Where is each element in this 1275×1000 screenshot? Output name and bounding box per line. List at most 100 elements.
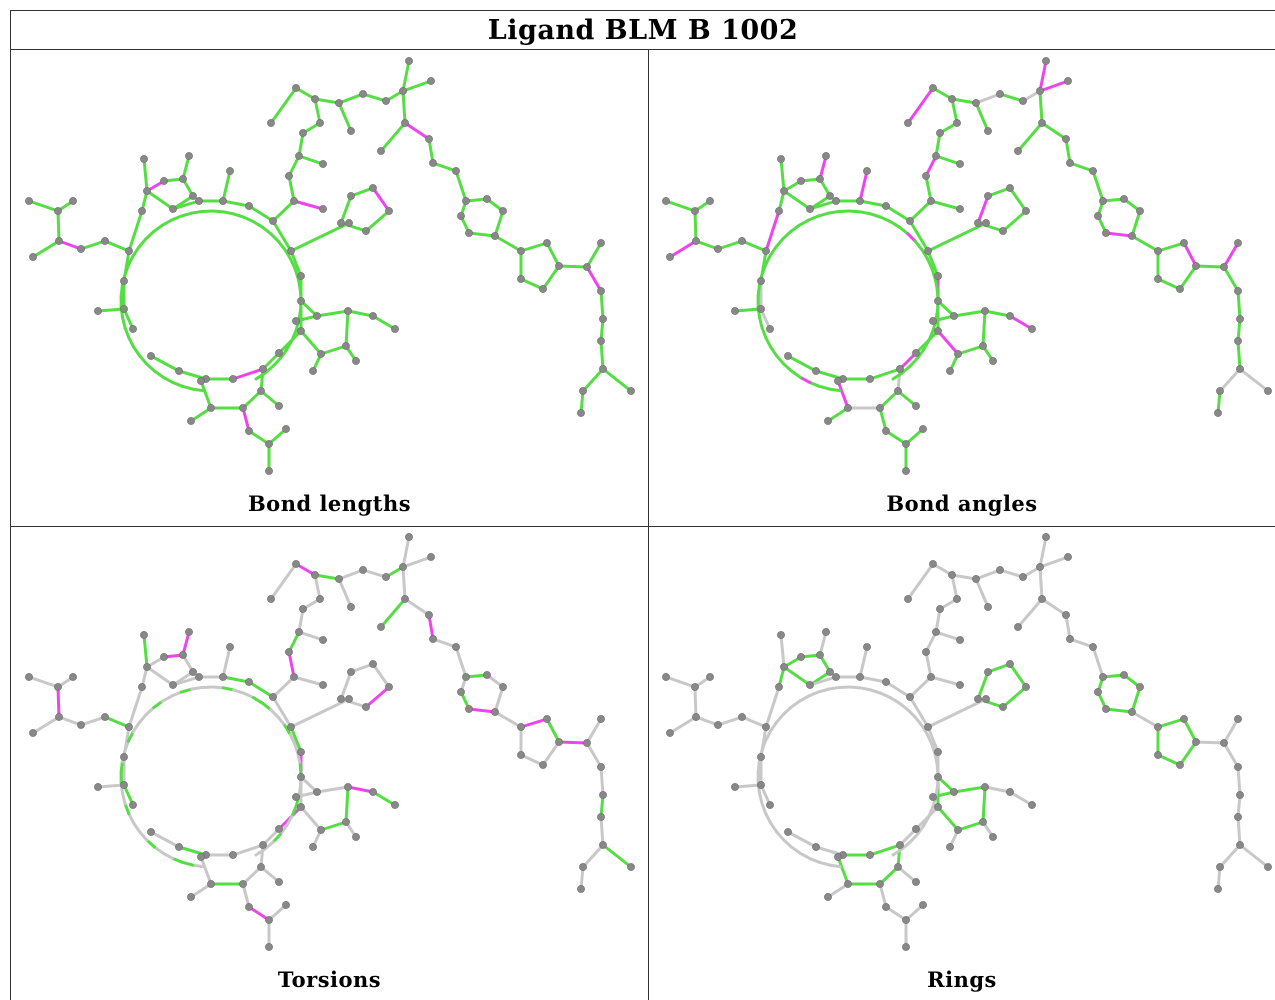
bond — [781, 706, 793, 717]
bond — [913, 239, 924, 252]
bond — [974, 92, 1002, 105]
atom — [239, 404, 247, 412]
bond — [290, 329, 298, 343]
atom — [539, 761, 547, 769]
atom — [245, 427, 253, 435]
atom — [1006, 312, 1014, 320]
atom — [972, 99, 980, 107]
bond — [299, 329, 323, 356]
bond — [817, 860, 832, 867]
atom — [292, 560, 300, 568]
panel-bond-angles: Bond angles — [649, 51, 1275, 526]
atom — [362, 227, 370, 235]
atom — [292, 84, 300, 92]
atom — [806, 681, 814, 689]
atom — [981, 783, 989, 791]
atom — [832, 197, 840, 205]
atom — [1216, 863, 1224, 871]
bond — [927, 805, 935, 819]
atom — [25, 673, 33, 681]
bond — [313, 97, 341, 105]
atom — [1064, 553, 1072, 561]
bond — [493, 685, 505, 714]
bond — [145, 189, 175, 211]
bond — [798, 375, 812, 384]
atom — [342, 342, 350, 350]
bond — [908, 695, 930, 729]
bond — [337, 568, 365, 581]
atom — [597, 287, 605, 295]
bond — [289, 249, 303, 278]
atom — [391, 325, 399, 333]
bond — [878, 406, 888, 433]
atom — [577, 409, 585, 417]
bond — [171, 380, 184, 388]
panel-bond-lengths: Bond lengths — [11, 51, 648, 526]
bond — [879, 215, 892, 224]
bond — [241, 389, 263, 410]
bond — [103, 239, 131, 253]
bond — [808, 675, 838, 687]
atom — [229, 851, 237, 859]
bond — [808, 199, 838, 211]
bond — [254, 371, 267, 381]
bond — [956, 820, 985, 832]
atom — [425, 611, 433, 619]
atom — [934, 272, 942, 280]
atom — [465, 705, 473, 713]
atom — [1176, 761, 1184, 769]
bond — [933, 276, 939, 291]
atom — [185, 152, 193, 160]
atom — [953, 595, 961, 603]
bond — [808, 856, 821, 864]
bond — [716, 715, 744, 727]
atom — [347, 603, 355, 611]
bond — [1238, 367, 1270, 393]
bond — [817, 384, 832, 391]
bond — [956, 344, 985, 356]
bond — [891, 371, 904, 381]
bond — [493, 234, 523, 253]
bond — [278, 348, 289, 360]
bond — [981, 309, 987, 348]
bond — [915, 348, 926, 360]
bond — [364, 209, 391, 233]
bond — [908, 675, 933, 699]
atom — [766, 325, 774, 333]
bond — [1068, 161, 1095, 173]
atom — [257, 387, 265, 395]
bond — [283, 248, 292, 261]
bond — [557, 264, 589, 269]
atom — [806, 205, 814, 213]
bond — [878, 865, 900, 886]
atom — [319, 160, 327, 168]
bond — [319, 344, 348, 356]
bond — [278, 824, 289, 836]
bond — [858, 686, 873, 692]
bond — [782, 189, 812, 211]
bond — [756, 284, 761, 298]
panel-caption: Rings — [927, 967, 997, 992]
atom — [195, 197, 203, 205]
bond — [1016, 121, 1044, 153]
atom — [179, 651, 187, 659]
bond — [760, 802, 768, 816]
atom — [927, 197, 935, 205]
bond — [827, 209, 841, 215]
bond — [929, 675, 962, 687]
bond — [585, 265, 603, 293]
bond — [779, 157, 786, 193]
atom — [285, 648, 293, 656]
atom — [275, 402, 283, 410]
atom — [282, 425, 290, 433]
bond — [836, 855, 850, 886]
bond — [241, 865, 263, 886]
bond — [289, 725, 303, 754]
atom — [757, 277, 765, 285]
bond — [545, 241, 561, 268]
atom — [1102, 229, 1110, 237]
bond — [1178, 264, 1198, 291]
atom — [934, 803, 942, 811]
atom — [1154, 751, 1162, 759]
bond — [764, 336, 773, 349]
